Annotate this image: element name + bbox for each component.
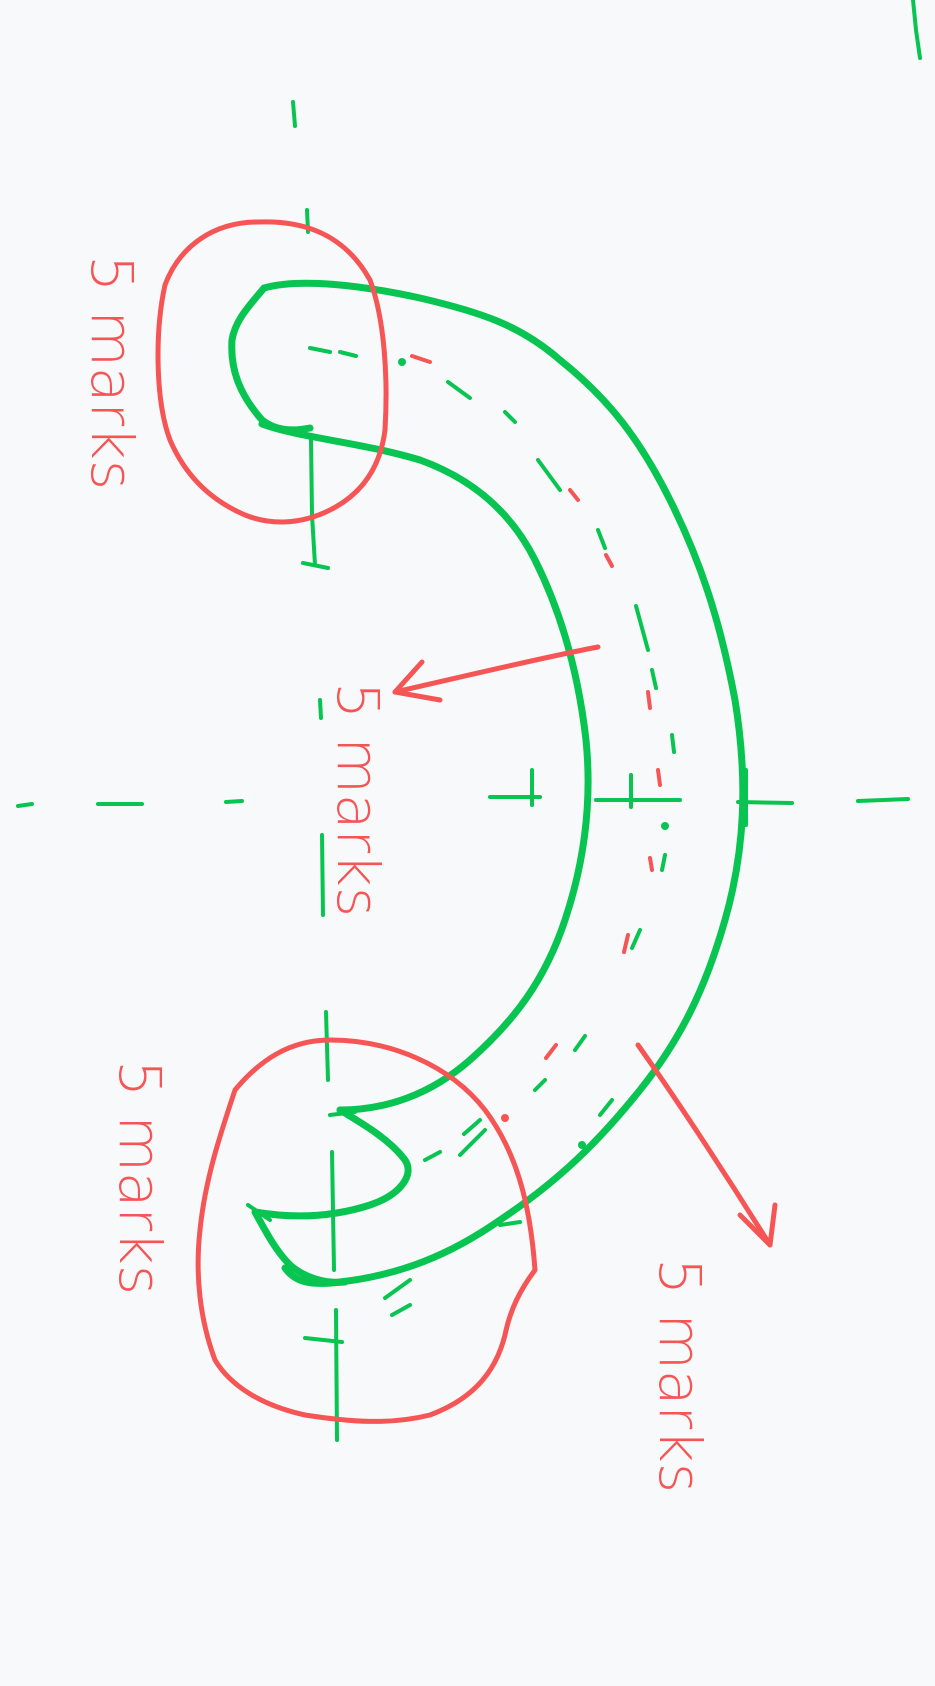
label-center: 5 marks	[324, 682, 392, 917]
arrow-outer-wall	[635, 1042, 778, 1248]
stray-stroke	[911, 0, 922, 60]
bottom-end-cap	[251, 1106, 412, 1286]
red-dot	[501, 1114, 509, 1122]
upper-vertical-axis	[291, 100, 330, 570]
label-bottom-right: 5 marks	[646, 1258, 714, 1493]
label-bottom-left: 5 marks	[106, 1060, 174, 1295]
bottom-construction	[383, 1098, 614, 1300]
label-top-left: 5 marks	[78, 255, 146, 490]
outer-wall	[260, 279, 747, 1287]
circle-bottom-end	[195, 1037, 538, 1424]
circle-top-end	[155, 219, 389, 525]
red-centerline-dashes	[410, 354, 662, 1060]
top-end-cap	[228, 284, 314, 434]
arrow-inner-wall	[392, 644, 601, 703]
horizontal-centerline	[16, 795, 910, 808]
bend-centerline	[308, 346, 676, 1317]
inner-wall	[258, 420, 592, 1114]
bottom-cap-detail	[246, 1110, 357, 1222]
annotations: 5 marks 5 marks 5 marks 5 marks	[78, 219, 778, 1493]
centerline-dots	[398, 358, 669, 1149]
centerline-ticks	[530, 768, 748, 827]
